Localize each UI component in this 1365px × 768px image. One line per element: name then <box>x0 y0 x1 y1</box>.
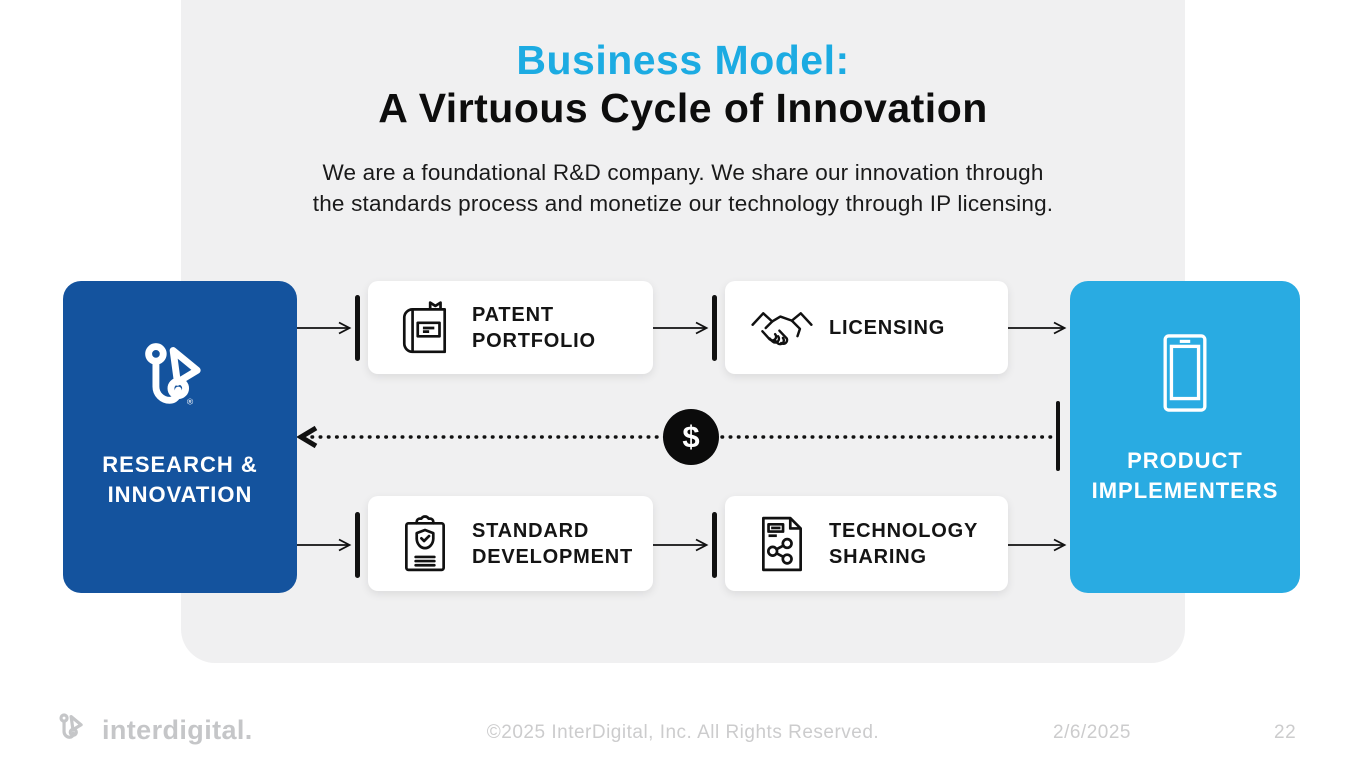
subtitle-line-2: the standards process and monetize our t… <box>312 191 1054 217</box>
subtitle-line-1: We are a foundational R&D company. We sh… <box>322 160 1044 185</box>
connector-bar <box>1056 401 1060 471</box>
technology-sharing-card: TECHNOLOGY SHARING <box>725 496 1008 591</box>
connector-bar <box>712 512 717 578</box>
footer-date: 2/6/2025 <box>1053 722 1131 743</box>
connector-bar <box>712 295 717 361</box>
document-share-icon <box>751 515 813 573</box>
product-implementers-node: PRODUCT IMPLEMENTERS <box>1070 281 1300 593</box>
product-implementers-label: PRODUCT IMPLEMENTERS <box>1091 448 1279 504</box>
connector-bar <box>355 295 360 361</box>
handshake-icon <box>751 304 813 352</box>
standard-development-label: STANDARD DEVELOPMENT <box>472 519 634 568</box>
footer-page-number: 22 <box>1274 722 1297 743</box>
interdigital-logo-icon <box>56 712 92 749</box>
patent-portfolio-card: PATENT PORTFOLIO <box>368 281 653 374</box>
patent-portfolio-label: PATENT PORTFOLIO <box>472 303 596 352</box>
footer-brand-wordmark: interdigital. <box>102 715 253 745</box>
dollar-icon: $ <box>682 419 700 454</box>
footer-brand-logo: interdigital. <box>56 712 253 749</box>
licensing-card: LICENSING <box>725 281 1008 374</box>
subtitle: We are a foundational R&D company. We sh… <box>181 157 1185 219</box>
standard-development-card: STANDARD DEVELOPMENT <box>368 496 653 591</box>
research-innovation-label: RESEARCH & INNOVATION <box>102 452 258 508</box>
research-innovation-node: ® RESEARCH & INNOVATION <box>63 281 297 593</box>
money-flow-badge: $ <box>663 409 719 465</box>
title-main-line: A Virtuous Cycle of Innovation <box>378 85 988 132</box>
footer-copyright: ©2025 InterDigital, Inc. All Rights Rese… <box>486 722 880 743</box>
title-accent-line: Business Model: <box>516 37 850 83</box>
clipboard-shield-icon <box>394 514 456 573</box>
connector-bar <box>355 512 360 578</box>
interdigital-logo-icon: ® <box>137 339 223 422</box>
licensing-label: LICENSING <box>829 316 946 339</box>
page-title: Business Model: A Virtuous Cycle of Inno… <box>181 36 1185 133</box>
svg-text:®: ® <box>187 397 194 407</box>
technology-sharing-label: TECHNOLOGY SHARING <box>829 519 979 568</box>
smartphone-icon <box>1161 333 1209 418</box>
patent-book-icon <box>394 300 456 355</box>
